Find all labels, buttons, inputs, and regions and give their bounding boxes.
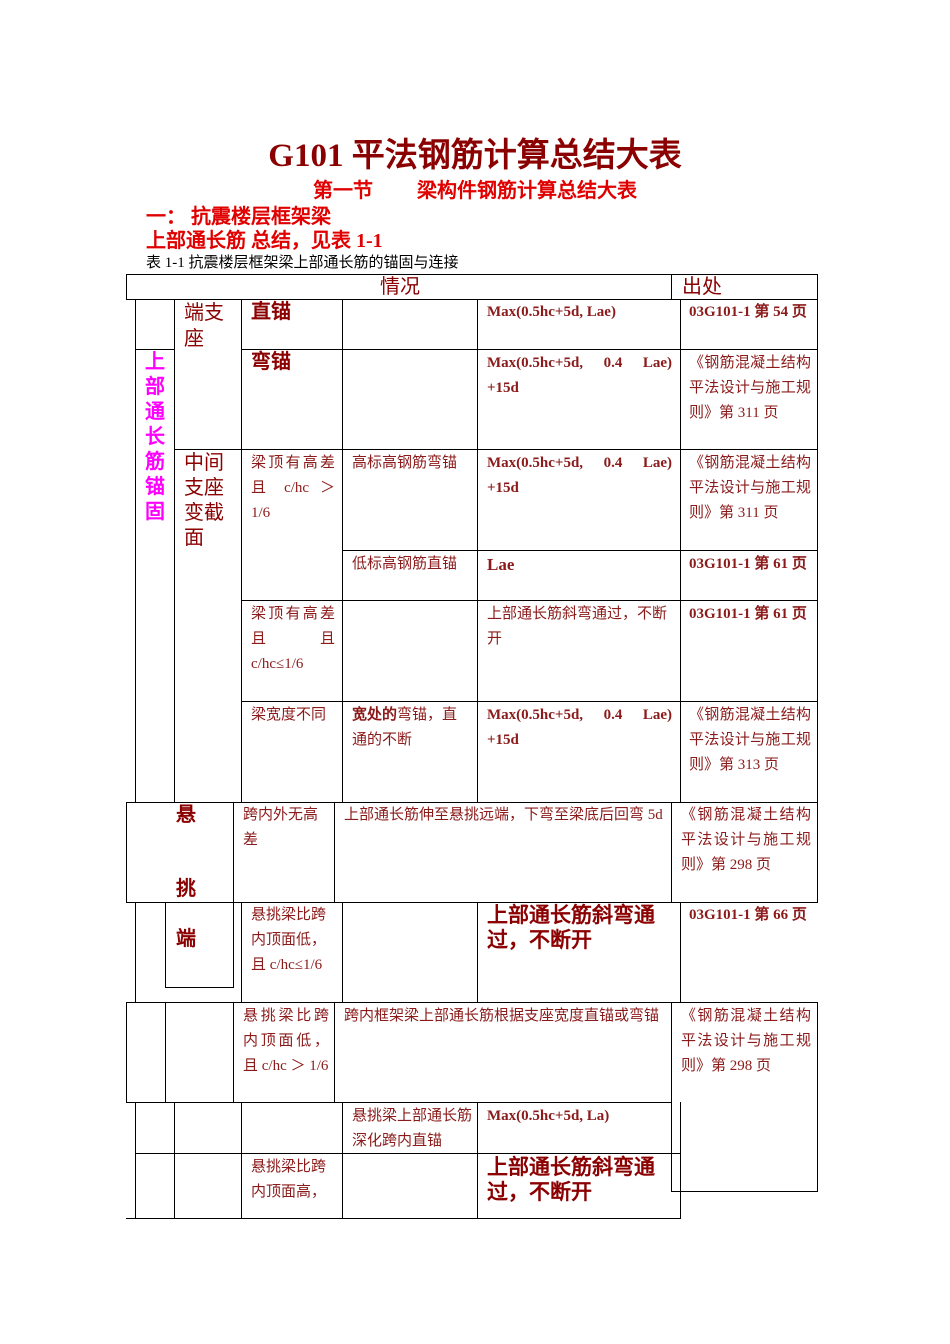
r8-formula: 上部通长筋斜弯通过，不断开 xyxy=(487,903,655,952)
r6-sub-rest: 弯锚，直通的不断 xyxy=(352,707,458,748)
r6-sub: 宽处的弯锚，直通的不断 xyxy=(352,703,472,753)
r1-type: 直锚 xyxy=(251,301,291,323)
r1-formula: Max(0.5hc+5d, Lae) xyxy=(487,304,616,320)
r3-formula: Max(0.5hc+5d, 0.4 Lae) +15d xyxy=(487,455,672,496)
r8-condition: 悬挑梁比跨内顶面低，且 c/hc≤1/6 xyxy=(251,907,327,973)
table-caption: 表 1-1 抗震楼层框架梁上部通长筋的锚固与连接 xyxy=(146,255,459,271)
document-title: G101 平法钢筋计算总结大表 xyxy=(268,138,682,174)
r6-source: 《钢筋混凝土结构平法设计与施工规则》第 313 页 xyxy=(689,707,811,773)
group-label-anchorage: 上部通长筋锚固 xyxy=(145,351,165,523)
r2-type: 弯锚 xyxy=(251,351,291,373)
r5-formula: 上部通长筋斜弯通过，不断开 xyxy=(487,606,668,647)
r2-formula: Max(0.5hc+5d, 0.4 Lae) +15d xyxy=(487,355,672,396)
heading-frame-beam: 一： 抗震楼层框架梁 xyxy=(146,206,331,228)
r5-source: 03G101-1 第 61 页 xyxy=(689,606,807,622)
r9-source: 《钢筋混凝土结构平法设计与施工规则》第 298 页 xyxy=(681,1008,811,1074)
r5-condition: 梁顶有高差且 且 c/hc≤1/6 xyxy=(251,606,335,672)
r10-formula: Max(0.5hc+5d, La) xyxy=(487,1108,610,1124)
cantilever-label-3: 端 xyxy=(176,928,196,950)
section-number: 第一节 xyxy=(313,180,373,202)
r7-desc: 上部通长筋伸至悬挑远端，下弯至梁底后回弯 5d xyxy=(344,807,663,823)
section-name: 梁构件钢筋计算总结大表 xyxy=(417,180,637,202)
mid-support-label: 中间支座变截面 xyxy=(184,452,224,549)
end-support-label: 端支座 xyxy=(184,302,224,350)
r9-condition: 悬挑梁比跨内顶面低，且 c/hc ＞ 1/6 xyxy=(243,1008,329,1074)
header-source: 出处 xyxy=(682,276,722,298)
r6-condition: 梁宽度不同 xyxy=(251,707,327,723)
r7-condition: 跨内外无高差 xyxy=(243,807,319,848)
r2-source: 《钢筋混凝土结构平法设计与施工规则》第 311 页 xyxy=(689,355,811,421)
r1-source: 03G101-1 第 54 页 xyxy=(689,304,807,320)
r4-formula: Lae xyxy=(487,555,515,574)
r3-condition: 梁顶有高差且 c/hc ＞ 1/6 xyxy=(251,455,335,521)
r3-source: 《钢筋混凝土结构平法设计与施工规则》第 311 页 xyxy=(689,455,811,521)
r3-sub: 高标高钢筋弯锚 xyxy=(352,455,458,471)
r4-sub: 低标高钢筋直锚 xyxy=(352,556,458,572)
r4-source: 03G101-1 第 61 页 xyxy=(689,556,807,572)
r9-desc: 跨内框架梁上部通长筋根据支座宽度直锚或弯锚 xyxy=(344,1008,660,1024)
r6-sub-bold: 宽处的 xyxy=(352,707,398,723)
r11-condition: 悬挑梁比跨内顶面高， xyxy=(251,1159,327,1200)
cantilever-label-2: 挑 xyxy=(176,878,196,900)
heading-top-rebar: 上部通长筋 总结，见表 1-1 xyxy=(146,230,383,252)
r7-source: 《钢筋混凝土结构平法设计与施工规则》第 298 页 xyxy=(681,807,811,873)
r6-formula: Max(0.5hc+5d, 0.4 Lae) +15d xyxy=(487,707,672,748)
cantilever-label-1: 悬 xyxy=(176,804,196,826)
r10-sub: 悬挑梁上部通长筋深化跨内直锚 xyxy=(352,1108,473,1149)
r11-formula: 上部通长筋斜弯通过，不断开 xyxy=(487,1155,655,1204)
section-title: 第一节 梁构件钢筋计算总结大表 xyxy=(0,174,950,203)
r8-source: 03G101-1 第 66 页 xyxy=(689,907,807,923)
header-situation: 情况 xyxy=(380,276,420,298)
